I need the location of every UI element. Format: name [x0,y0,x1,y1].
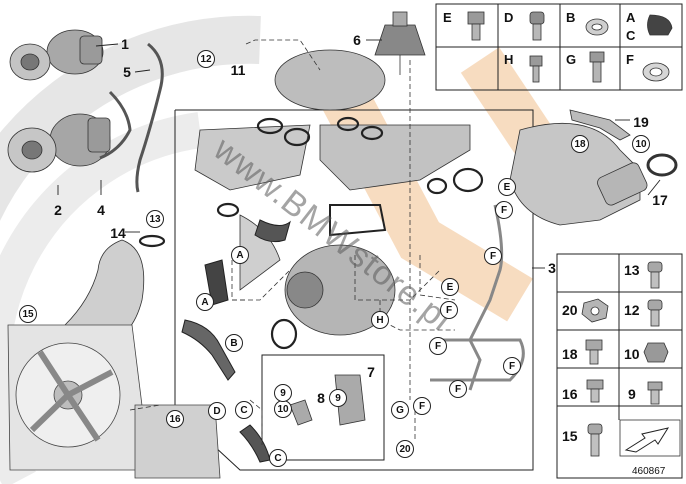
part-label-7: 7 [367,364,375,380]
callout-f-5: F [503,357,521,375]
legend-num-12: 12 [624,302,640,318]
callout-h: H [371,311,389,329]
part-label-8: 8 [317,390,325,406]
callout-e-lower: E [441,278,459,296]
part-label-17: 17 [652,192,668,208]
turbocharger-top [9,29,104,81]
callout-f-1: F [495,201,513,219]
callout-b: B [225,334,243,352]
part-label-2: 2 [54,202,62,218]
diagram-reference-number: 460867 [632,466,666,477]
callout-c-upper: C [235,401,253,419]
legend-letter-e: E [443,10,452,25]
callout-f-6: F [449,380,467,398]
part-label-19: 19 [633,114,649,130]
oil-pipes [99,42,164,193]
part-label-5: 5 [123,64,131,80]
callout-f-2: F [484,247,502,265]
arrow-icon [619,419,681,457]
part-label-6: 6 [353,32,361,48]
legend-num-15: 15 [562,428,578,444]
callout-d: D [208,402,226,420]
legend-letter-a: A [626,10,636,25]
callout-12: 12 [197,50,215,68]
solid-leaders [57,39,661,269]
legend-letter-c: C [626,28,636,43]
callout-20: 20 [396,440,414,458]
legend-num-16: 16 [562,386,578,402]
hardware-icons-right [581,261,669,457]
callout-18: 18 [571,135,589,153]
gasket [329,204,387,237]
legend-letter-h: H [504,52,514,67]
callout-9-left: 9 [274,384,292,402]
legend-letter-b: B [566,10,576,25]
callout-f-7: F [413,397,431,415]
seal-rings [138,116,484,350]
hardware-icons-top [467,11,673,83]
wastegate-actuator [374,11,426,75]
catalytic-converter [509,122,648,226]
legend-letter-d: D [504,10,514,25]
callout-10-top: 10 [632,135,650,153]
bracket-7 [289,374,366,426]
legend-num-10: 10 [624,346,640,362]
part-label-11: 11 [230,62,246,78]
legend-letter-g: G [566,52,577,67]
callout-f-3: F [440,301,458,319]
part-label-3: 3 [548,260,556,276]
cooling-fan [7,324,221,479]
legend-num-13: 13 [624,262,640,278]
callout-g: G [391,401,409,419]
callout-9-right: 9 [329,389,347,407]
exhaust-manifold [194,49,471,336]
callout-16: 16 [166,410,184,428]
callout-13: 13 [146,210,164,228]
leader-lines [129,39,456,445]
legend-num-9: 9 [628,386,636,402]
callout-15: 15 [19,305,37,323]
part-label-4: 4 [97,202,105,218]
bracket-19 [569,109,631,141]
callout-e-upper: E [498,178,516,196]
coolant-hoses [181,219,291,463]
part-label-1: 1 [121,36,129,52]
callout-c-lower: C [269,449,287,467]
part-label-14: 14 [110,225,126,241]
legend-letter-f: F [626,52,634,67]
callout-10-bracket: 10 [274,400,292,418]
callout-f-4: F [429,337,447,355]
clamp-17 [646,153,678,177]
turbocharger-bottom [7,113,111,173]
legend-num-18: 18 [562,346,578,362]
callout-a-lower: A [196,293,214,311]
callout-a-upper: A [231,246,249,264]
legend-num-20: 20 [562,302,578,318]
